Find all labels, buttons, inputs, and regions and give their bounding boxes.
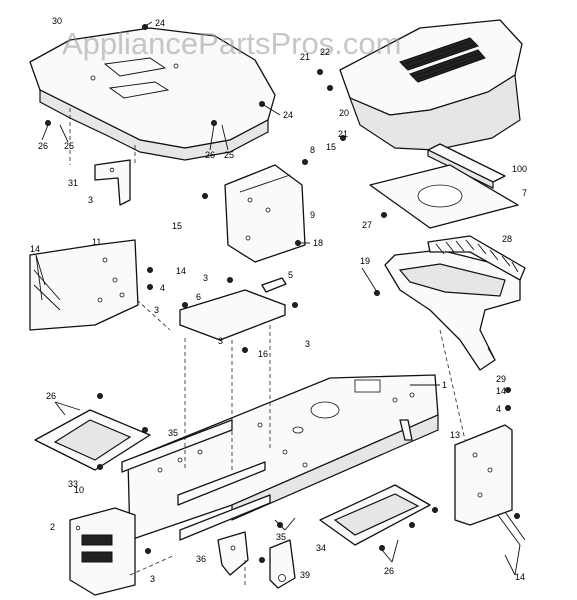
bracket-part-39[interactable]	[269, 539, 296, 589]
callout-15-right[interactable]: 15	[326, 142, 336, 152]
callout-22[interactable]: 22	[320, 47, 330, 57]
callout-3-lower[interactable]: 3	[218, 336, 223, 346]
callout-35-bottom[interactable]: 35	[276, 532, 286, 542]
callout-14-left[interactable]: 14	[30, 244, 40, 254]
callout-26-bottom[interactable]: 26	[384, 566, 394, 576]
right-footrest-part-34[interactable]	[319, 484, 431, 546]
callout-18-mid[interactable]: 18	[313, 238, 323, 248]
callout-16[interactable]: 16	[258, 349, 268, 359]
plate-part-6[interactable]	[179, 289, 286, 341]
callout-20[interactable]: 20	[339, 108, 349, 118]
callout-9[interactable]: 9	[310, 210, 315, 220]
callout-4-right[interactable]: 4	[496, 404, 501, 414]
callout-25-left[interactable]: 25	[64, 141, 74, 151]
callout-5[interactable]: 5	[288, 270, 293, 280]
strip-part-100[interactable]	[427, 143, 506, 189]
front-plate-part-2[interactable]	[69, 507, 136, 596]
callout-25-mid[interactable]: 25	[224, 150, 234, 160]
clip-part-8[interactable]	[261, 277, 287, 293]
callout-3-left[interactable]: 3	[154, 305, 159, 315]
callout-1[interactable]: 1	[442, 380, 447, 390]
hood-grille-vents	[399, 37, 486, 83]
callout-28[interactable]: 28	[502, 234, 512, 244]
left-footrest-part-33[interactable]	[34, 409, 151, 471]
callout-26-mid[interactable]: 26	[205, 150, 215, 160]
callout-14-bottom[interactable]: 14	[515, 572, 525, 582]
grille-part-29[interactable]	[384, 249, 521, 371]
callout-27[interactable]: 27	[362, 220, 372, 230]
callout-3-upper[interactable]: 3	[88, 195, 93, 205]
callout-13[interactable]: 13	[450, 430, 460, 440]
frame-rail-part-35-lower[interactable]	[177, 461, 271, 541]
callout-8[interactable]: 8	[310, 145, 315, 155]
callout-26-left[interactable]: 26	[38, 141, 48, 151]
callout-14-right[interactable]: 14	[496, 386, 506, 396]
callout-29[interactable]: 29	[496, 374, 506, 384]
callout-14-mid[interactable]: 14	[176, 266, 186, 276]
callout-11[interactable]: 11	[92, 237, 101, 247]
callout-10[interactable]: 10	[74, 485, 84, 495]
main-frame-part-1[interactable]	[127, 374, 439, 541]
callout-21-top[interactable]: 21	[300, 52, 310, 62]
callout-100[interactable]: 100	[512, 164, 527, 174]
dash-panel-part-7[interactable]	[369, 164, 519, 229]
fasteners	[45, 24, 520, 563]
callout-3-bottom[interactable]: 3	[150, 574, 155, 584]
callout-31[interactable]: 31	[68, 178, 78, 188]
leader-lines	[35, 21, 521, 576]
bracket-part-31[interactable]	[94, 159, 131, 206]
callout-7[interactable]: 7	[522, 188, 527, 198]
callout-39[interactable]: 39	[300, 570, 310, 580]
frame-rail-part-35-left[interactable]	[121, 419, 233, 473]
bracket-part-36[interactable]	[217, 531, 249, 576]
callout-labels: 30 24 24 26 25 26 25 31 3 8 15 9 18 21 2…	[30, 16, 527, 584]
callout-24-right[interactable]: 24	[283, 110, 293, 120]
assembly-guide-lines	[69, 108, 466, 585]
dash-support-part-9[interactable]	[224, 164, 306, 263]
grille-insert-part-28[interactable]	[427, 235, 526, 281]
right-side-panel-part-13[interactable]	[454, 424, 526, 546]
callout-15-left[interactable]: 15	[172, 221, 182, 231]
callout-36[interactable]: 36	[196, 554, 206, 564]
callout-3-mid[interactable]: 3	[203, 273, 208, 283]
callout-19[interactable]: 19	[360, 256, 370, 266]
callout-4-mid[interactable]: 4	[160, 283, 165, 293]
rear-fender-part-30[interactable]	[29, 27, 276, 161]
callout-3-right[interactable]: 3	[305, 339, 310, 349]
callout-2[interactable]: 2	[50, 522, 55, 532]
callout-21-lower[interactable]: 21	[338, 129, 348, 139]
callout-24-top[interactable]: 24	[155, 18, 165, 28]
callout-30[interactable]: 30	[52, 16, 62, 26]
callout-35-left[interactable]: 35	[168, 428, 178, 438]
left-side-panel-part-11[interactable]	[29, 239, 139, 331]
callout-34[interactable]: 34	[316, 543, 326, 553]
hood-part-20[interactable]	[339, 19, 523, 151]
callout-33[interactable]: 33	[68, 479, 78, 489]
callout-26-left-footrest[interactable]: 26	[46, 391, 56, 401]
callout-6[interactable]: 6	[196, 292, 201, 302]
watermark-text: AppliancePartsPros.com	[62, 26, 401, 61]
